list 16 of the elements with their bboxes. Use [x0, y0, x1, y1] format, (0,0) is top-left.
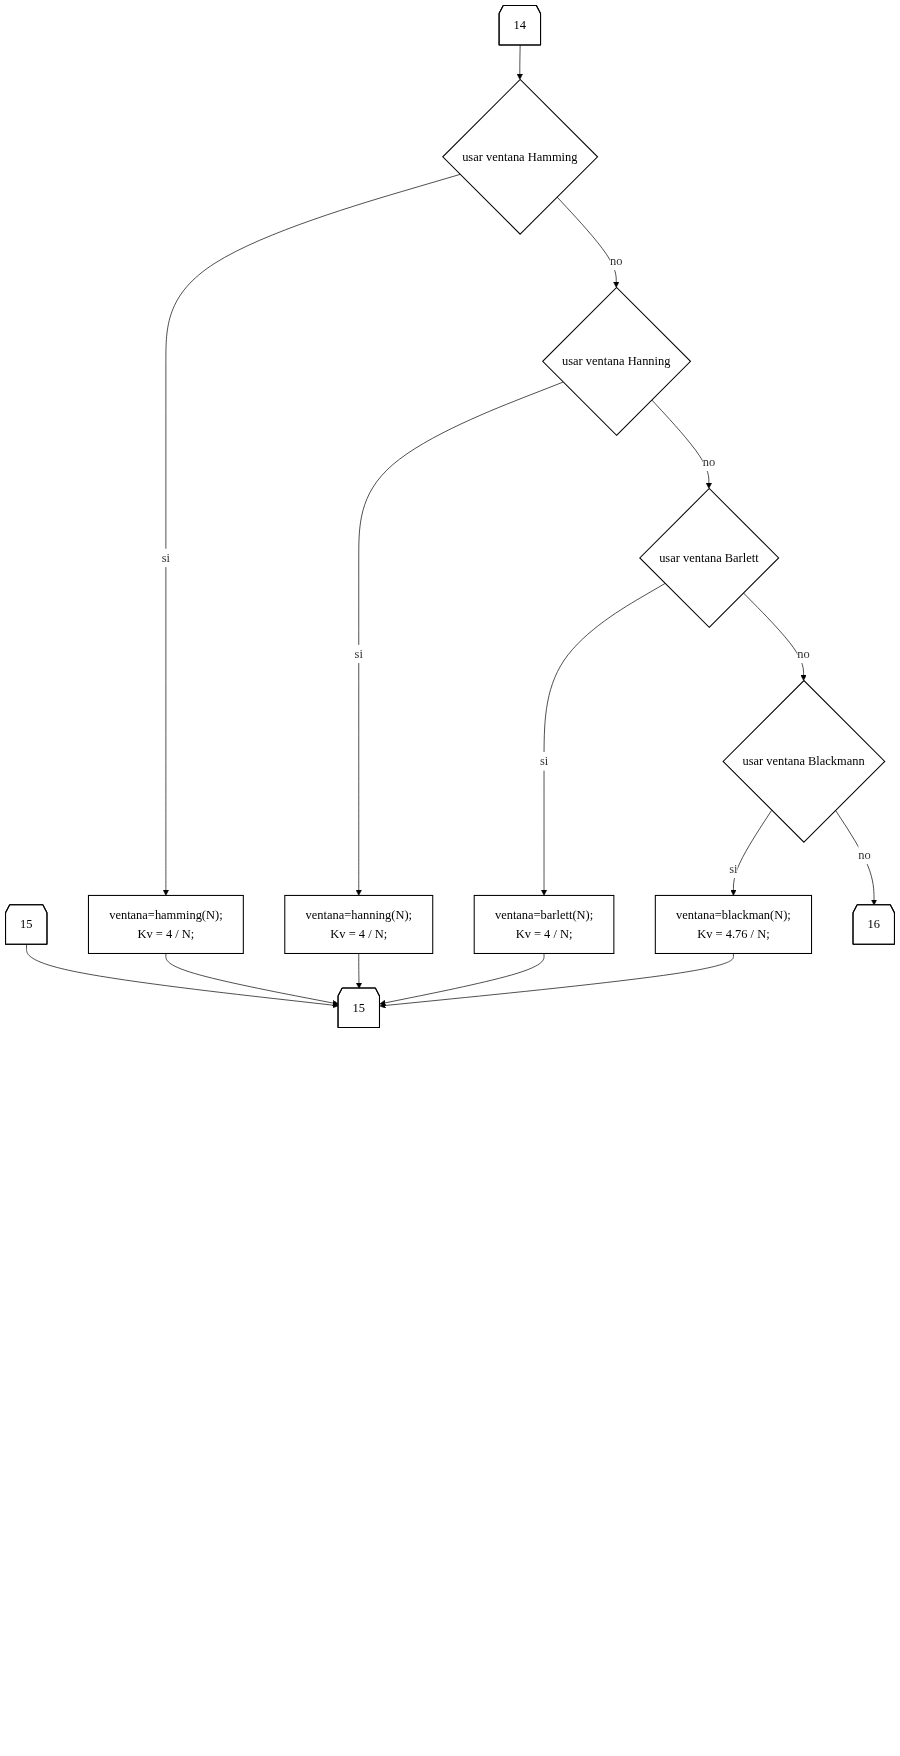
edge-label: no — [702, 454, 716, 469]
edge-label: si — [354, 646, 363, 661]
edge-label: si — [161, 550, 171, 565]
node-diamond: usar ventana Barlett — [639, 487, 780, 629]
edge-label: no — [858, 847, 871, 862]
edge-label: si — [539, 754, 549, 768]
node-diamond: usar ventana Blackmann — [722, 679, 886, 843]
node-box: ventana=blackman(N); Kv = 4.76 / N; — [654, 894, 813, 954]
node-box: ventana=hamming(N); Kv = 4 / N; — [87, 894, 244, 954]
node-diamond: usar ventana Hanning — [541, 286, 692, 437]
edge-label: si — [729, 861, 738, 876]
edge-label: no — [610, 253, 623, 268]
edge-label: no — [797, 646, 810, 661]
node-diamond: usar ventana Hamming — [442, 78, 599, 235]
node-box: ventana=barlett(N); Kv = 4 / N; — [473, 894, 615, 954]
node-box: ventana=hanning(N); Kv = 4 / N; — [284, 894, 434, 954]
